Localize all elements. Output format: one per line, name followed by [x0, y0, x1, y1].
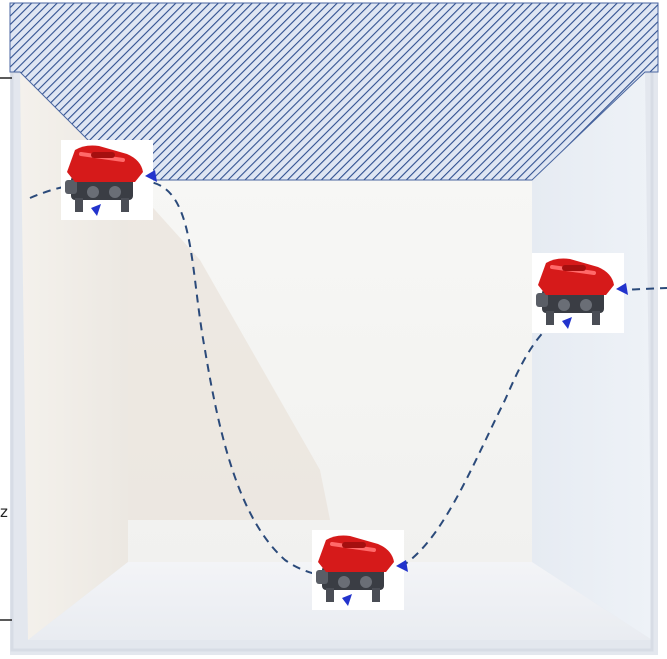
rov-1 [61, 140, 157, 220]
z-axis-label: z [0, 503, 8, 521]
rov-3 [532, 253, 628, 333]
rov-2 [312, 530, 408, 610]
